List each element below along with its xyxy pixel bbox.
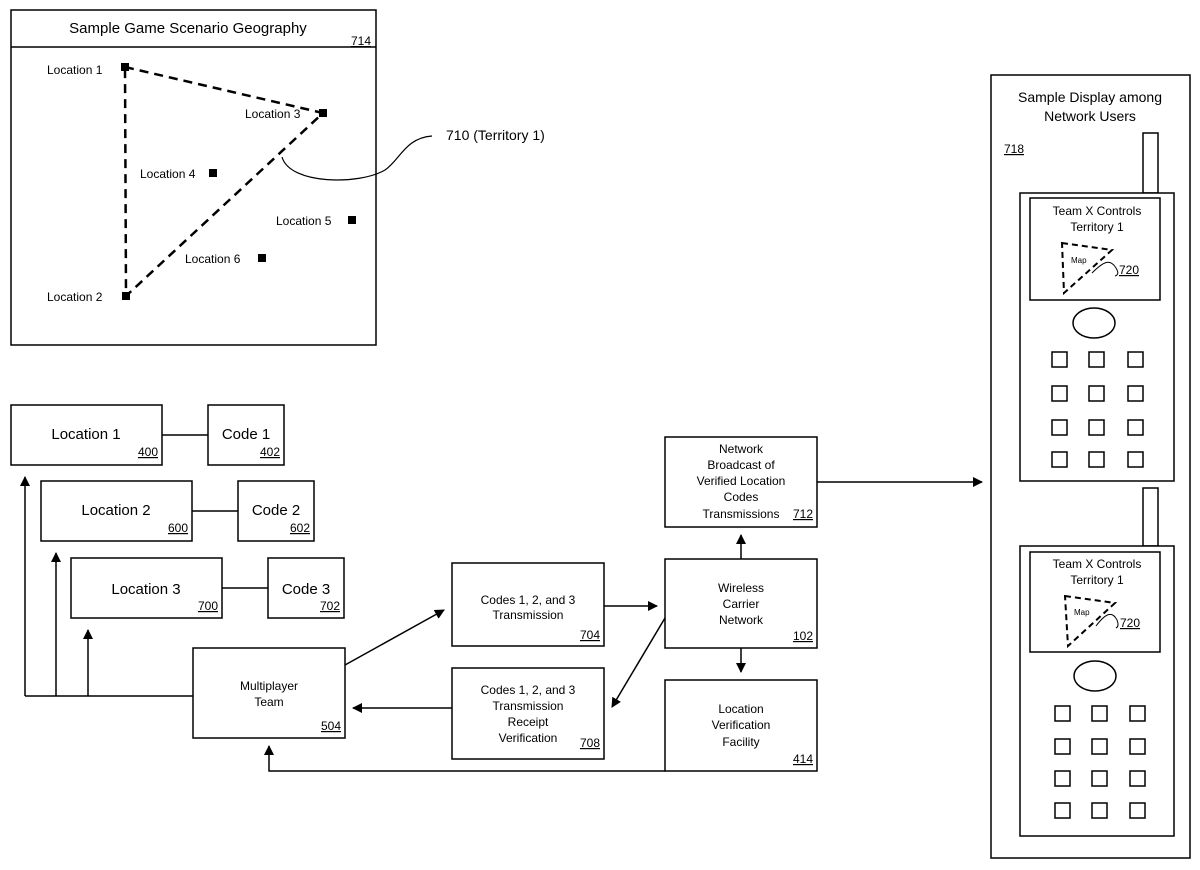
receipt-verification-block: Codes 1, 2, and 3 Transmission Receipt V…	[452, 668, 604, 759]
phone-1-screen-line-1: Team X Controls	[1053, 204, 1142, 218]
location-1-block: Location 1 400	[11, 405, 162, 465]
codes-transmission-line-2: Transmission	[493, 608, 564, 622]
geography-panel-ref: 714	[351, 34, 371, 48]
wireless-carrier-ref: 102	[793, 629, 813, 643]
location-2-label: Location 2	[47, 290, 103, 304]
location-2-block: Location 2 600	[41, 481, 192, 541]
location-1-label: Location 1	[47, 63, 103, 77]
phone-2-nav-button	[1074, 661, 1116, 691]
network-broadcast-block: Network Broadcast of Verified Location C…	[665, 437, 817, 527]
network-broadcast-ref: 712	[793, 507, 813, 521]
territory-callout: 710 (Territory 1)	[446, 127, 545, 143]
code-3-block-label: Code 3	[282, 581, 330, 598]
location-3-label: Location 3	[245, 107, 301, 121]
location-1-block-ref: 400	[138, 445, 158, 459]
code-1-block-ref: 402	[260, 445, 280, 459]
code-1-block: Code 1 402	[208, 405, 284, 465]
location-1-block-label: Location 1	[51, 426, 120, 443]
location-verification-line-3: Facility	[722, 735, 759, 749]
wireless-carrier-line-1: Wireless	[718, 581, 764, 595]
receipt-verification-ref: 708	[580, 736, 600, 750]
geography-panel-title: Sample Game Scenario Geography	[69, 20, 307, 37]
code-3-block: Code 3 702	[268, 558, 344, 618]
display-panel-ref: 718	[1004, 142, 1024, 156]
location-verification-ref: 414	[793, 752, 813, 766]
location-2-block-label: Location 2	[81, 502, 150, 519]
receipt-verification-line-1: Codes 1, 2, and 3	[481, 683, 576, 697]
multiplayer-team-line-2: Team	[254, 695, 283, 709]
display-panel: Sample Display among Network Users 718 T…	[991, 75, 1190, 858]
code-1-block-label: Code 1	[222, 426, 270, 443]
location-3-marker	[319, 109, 327, 117]
location-1-marker	[121, 63, 129, 71]
location-3-block-ref: 700	[198, 599, 218, 613]
network-broadcast-line-3: Verified Location	[697, 474, 786, 488]
code-2-block-ref: 602	[290, 521, 310, 535]
phone-2-screen-line-2: Territory 1	[1070, 573, 1124, 587]
multiplayer-team-block: Multiplayer Team 504	[193, 648, 345, 738]
location-2-marker	[122, 292, 130, 300]
location-3-block: Location 3 700	[71, 558, 222, 618]
receipt-verification-line-4: Verification	[499, 731, 558, 745]
code-3-block-ref: 702	[320, 599, 340, 613]
territory-leader-line	[282, 136, 432, 180]
location-6-marker	[258, 254, 266, 262]
phone-2-antenna	[1143, 488, 1158, 546]
location-verification-line-2: Verification	[712, 718, 771, 732]
location-6-label: Location 6	[185, 252, 241, 266]
codes-transmission-block: Codes 1, 2, and 3 Transmission 704	[452, 563, 604, 646]
phone-2-screen-line-1: Team X Controls	[1053, 557, 1142, 571]
phone-2-ref: 720	[1120, 616, 1140, 630]
location-5-label: Location 5	[276, 214, 332, 228]
network-broadcast-line-4: Codes	[724, 490, 759, 504]
location-4-marker	[209, 169, 217, 177]
display-panel-title-line-1: Sample Display among	[1018, 89, 1162, 105]
location-verification-block: Location Verification Facility 414	[665, 680, 817, 771]
phone-1-nav-button	[1073, 308, 1115, 338]
wireless-carrier-line-3: Network	[719, 613, 764, 627]
wireless-carrier-line-2: Carrier	[723, 597, 760, 611]
network-broadcast-line-1: Network	[719, 442, 764, 456]
location-verification-line-1: Location	[718, 702, 763, 716]
receipt-verification-line-3: Receipt	[508, 715, 549, 729]
codes-transmission-line-1: Codes 1, 2, and 3	[481, 593, 576, 607]
phone-1-map-label: Map	[1071, 256, 1087, 265]
receipt-verification-line-2: Transmission	[493, 699, 564, 713]
phone-2-map-label: Map	[1074, 608, 1090, 617]
phone-1-antenna	[1143, 133, 1158, 193]
location-3-block-label: Location 3	[111, 581, 180, 598]
codes-transmission-ref: 704	[580, 628, 600, 642]
wireless-carrier-block: Wireless Carrier Network 102	[665, 559, 817, 648]
location-2-block-ref: 600	[168, 521, 188, 535]
geography-panel: Sample Game Scenario Geography 714 Locat…	[11, 10, 376, 345]
network-broadcast-line-5: Transmissions	[703, 507, 780, 521]
location-4-label: Location 4	[140, 167, 196, 181]
code-2-block: Code 2 602	[238, 481, 314, 541]
code-2-block-label: Code 2	[252, 502, 300, 519]
location-5-marker	[348, 216, 356, 224]
network-broadcast-line-2: Broadcast of	[707, 458, 775, 472]
phone-1-screen-line-2: Territory 1	[1070, 220, 1124, 234]
multiplayer-team-line-1: Multiplayer	[240, 679, 298, 693]
display-panel-title-line-2: Network Users	[1044, 108, 1136, 124]
phone-1-ref: 720	[1119, 263, 1139, 277]
multiplayer-team-ref: 504	[321, 719, 341, 733]
